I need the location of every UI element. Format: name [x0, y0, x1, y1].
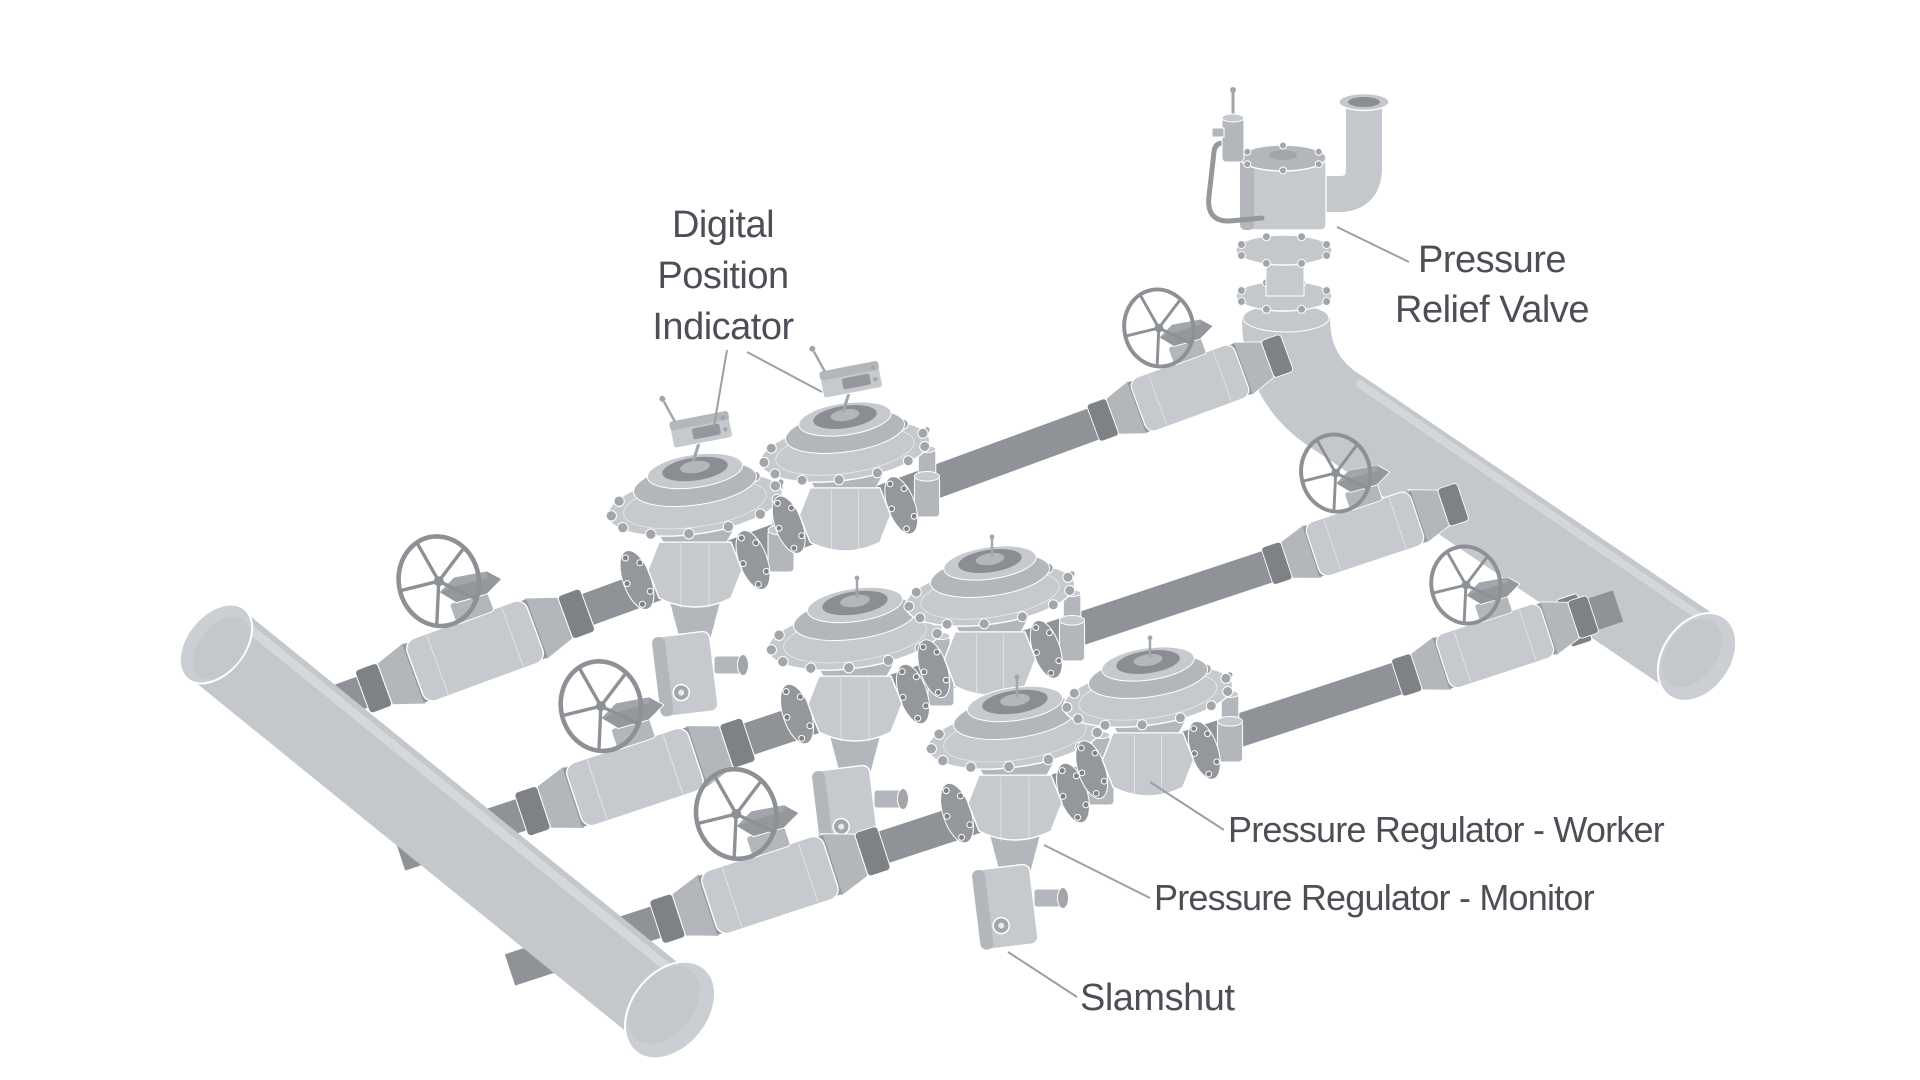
- slamshut-device-run-1: [651, 599, 749, 718]
- label-digital-position-indicator-line1: Digital: [672, 204, 774, 246]
- regulator-run-3: [504, 544, 1624, 986]
- outlet-ball-valve-run-2: [1261, 432, 1469, 585]
- inlet-header-pipe: [178, 603, 717, 1060]
- leader-line-worker: [1149, 781, 1225, 831]
- worker-regulator-run-1: [758, 401, 931, 554]
- annotations: Digital Position Indicator Pressure Reli…: [652, 204, 1665, 1019]
- regulator-run-2: [394, 432, 1469, 871]
- slamshut-device-run-3: [971, 832, 1069, 951]
- outlet-ball-valve-run-3: [1391, 544, 1599, 697]
- regulator-run-1: [294, 287, 1294, 731]
- label-digital-position-indicator-line2: Position: [657, 255, 788, 297]
- label-pressure-relief-valve-line2: Relief Valve: [1395, 289, 1589, 331]
- label-pressure-regulator-monitor: Pressure Regulator - Monitor: [1154, 877, 1595, 918]
- worker-regulator-run-3: [1061, 635, 1234, 800]
- outlet-ball-valve-run-1: [1086, 287, 1294, 442]
- monitor-regulator-run-2: [765, 575, 943, 745]
- inlet-ball-valve-run-3: [649, 766, 891, 944]
- label-slamshut: Slamshut: [1080, 977, 1235, 1019]
- relief-valve-lever: [1206, 140, 1265, 224]
- leader-line-monitor: [1043, 844, 1151, 899]
- leader-line-slamshut: [1007, 951, 1078, 998]
- piping-artwork: [178, 87, 1738, 1060]
- inlet-ball-valve-run-1: [355, 534, 595, 714]
- label-pressure-regulator-worker: Pressure Regulator - Worker: [1228, 809, 1665, 850]
- pressure-relief-valve-device: [1206, 87, 1390, 314]
- leader-line-dpi-monitor: [713, 349, 728, 427]
- leader-line-pressure-relief-valve: [1336, 226, 1410, 263]
- monitor-regulator-run-1: [605, 452, 783, 611]
- inlet-ball-valve-run-2: [514, 659, 756, 837]
- outlet-header-pipe: [1242, 303, 1738, 702]
- monitor-regulator-run-3: [925, 674, 1103, 844]
- label-digital-position-indicator-line3: Indicator: [652, 306, 794, 348]
- leader-line-dpi-worker: [746, 351, 823, 393]
- digital-position-indicator-device-1: [659, 395, 733, 463]
- slamshut-device-run-2: [811, 733, 909, 852]
- outlet-stack-pipe: [1322, 104, 1382, 212]
- digital-position-indicator-device-2: [809, 345, 883, 413]
- worker-regulator-run-2: [903, 534, 1076, 699]
- label-pressure-relief-valve-line1: Pressure: [1418, 239, 1566, 281]
